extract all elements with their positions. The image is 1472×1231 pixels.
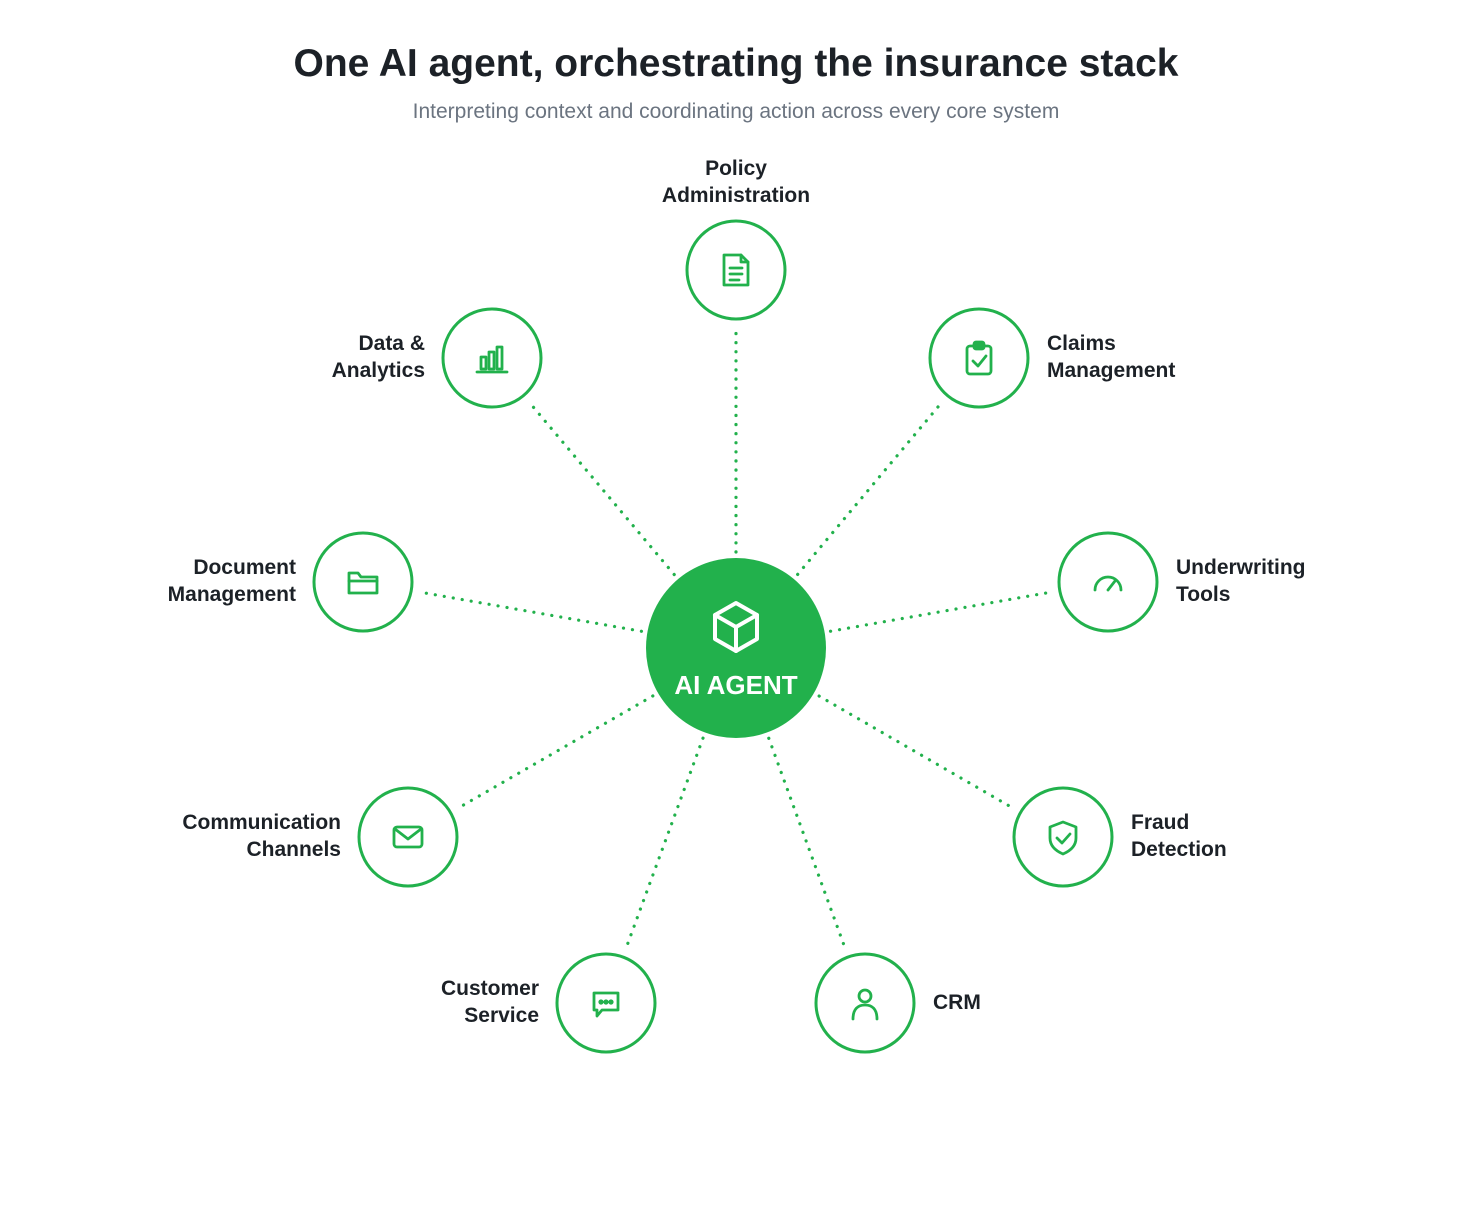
node-label-line: Management xyxy=(1047,359,1176,382)
ai-agent-label: AI AGENT xyxy=(674,670,797,700)
node-label-line: Document xyxy=(193,556,296,579)
folder-icon xyxy=(347,571,379,595)
node-label-line: Underwriting xyxy=(1176,556,1306,579)
node-label-line: Management xyxy=(167,583,296,606)
ai-agent-hub[interactable]: AI AGENT xyxy=(646,558,826,738)
connector-lines xyxy=(423,331,1048,946)
connector-document-management xyxy=(423,591,644,633)
node-underwriting-tools[interactable] xyxy=(1057,531,1159,633)
node-fraud-detection[interactable] xyxy=(1012,786,1114,888)
node-label-line: Policy xyxy=(705,157,767,180)
connector-customer-service xyxy=(626,736,705,946)
node-label-line: Tools xyxy=(1176,583,1231,606)
connector-data-analytics xyxy=(530,404,676,577)
connector-crm xyxy=(767,736,846,946)
connector-fraud-detection xyxy=(817,694,1011,808)
node-label-line: Analytics xyxy=(331,359,425,382)
node-label-line: Detection xyxy=(1131,838,1227,861)
system-nodes xyxy=(312,219,1159,1054)
page-title: One AI agent, orchestrating the insuranc… xyxy=(293,42,1179,85)
node-label-line: Fraud xyxy=(1131,811,1190,834)
node-document-management[interactable] xyxy=(312,531,414,633)
envelope-icon xyxy=(392,825,424,849)
cube-icon xyxy=(713,601,759,653)
node-data-analytics[interactable] xyxy=(441,307,543,409)
chat-bubble-icon xyxy=(592,991,620,1018)
gauge-icon xyxy=(1093,575,1123,592)
node-label-line: Channels xyxy=(246,838,341,861)
node-policy-administration[interactable] xyxy=(685,219,787,321)
node-label-crm: CRM xyxy=(933,989,981,1016)
bar-chart-icon xyxy=(475,345,509,374)
document-icon xyxy=(722,253,750,287)
node-label-line: Claims xyxy=(1047,332,1116,355)
clipboard-check-icon xyxy=(965,340,993,376)
node-communication-channels[interactable] xyxy=(357,786,459,888)
node-label-line: Data & xyxy=(358,332,425,355)
connector-claims-management xyxy=(796,404,941,577)
node-label-data-analytics: Data & Analytics xyxy=(332,330,425,384)
node-label-line: CRM xyxy=(933,991,981,1014)
node-crm[interactable] xyxy=(814,952,916,1054)
user-icon xyxy=(851,988,879,1021)
node-label-line: Administration xyxy=(661,184,811,207)
connector-communication-channels xyxy=(460,694,655,808)
node-claims-management[interactable] xyxy=(928,307,1030,409)
node-label-line: Customer xyxy=(440,977,539,1000)
node-customer-service[interactable] xyxy=(555,952,657,1054)
node-label-line: Communication xyxy=(182,811,341,834)
shield-check-icon xyxy=(1048,820,1078,856)
page-subtitle: Interpreting context and coordinating ac… xyxy=(412,100,1060,123)
connector-underwriting-tools xyxy=(828,591,1048,633)
node-label-line: Service xyxy=(464,1004,539,1027)
